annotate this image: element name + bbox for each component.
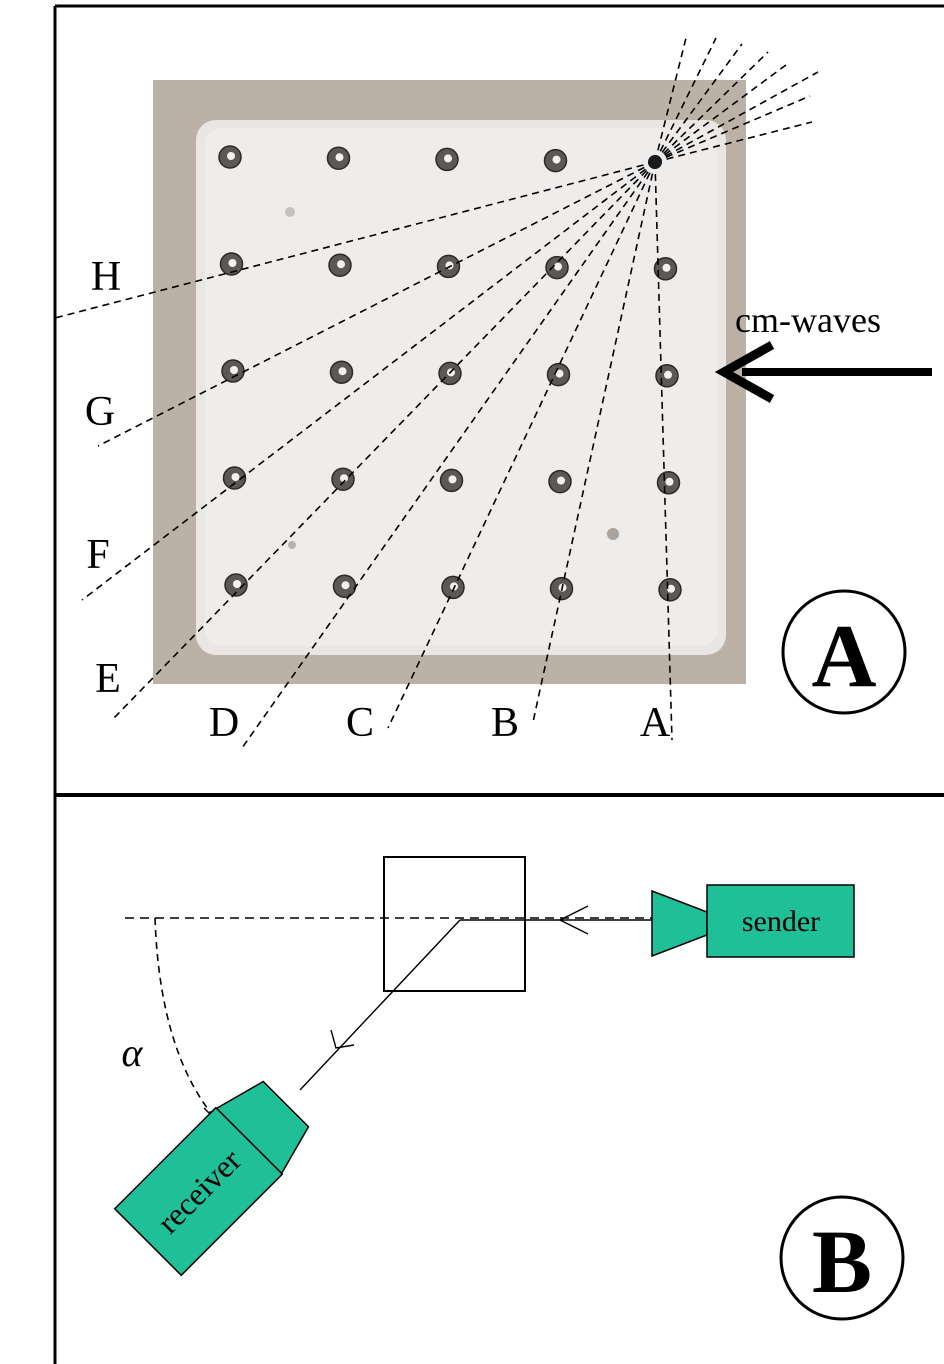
fan-line [654,121,813,163]
fan-line [654,43,743,163]
badge-a [781,589,907,715]
sphere-highlight [227,152,235,160]
sphere-highlight [664,370,672,379]
wave-label: cm-waves [735,300,881,340]
incoming-arrow [558,905,589,935]
receiver-body [113,1106,284,1277]
sphere-highlight [444,154,452,163]
label-e: E [95,656,121,702]
sphere-highlight [557,476,565,485]
scatter-line-c [387,161,656,729]
sphere-highlight [340,474,348,483]
direction-labels: A B C D E F G H [85,254,671,746]
label-g: G [85,389,115,435]
sphere-highlight [554,262,562,271]
badge-b-letter: B [812,1213,872,1312]
sender-device: sender [651,884,855,958]
sphere-highlight [448,475,457,484]
sender-horn [651,889,708,958]
sphere-highlight [667,584,675,593]
sphere-highlight [552,155,561,164]
label-h: H [91,254,121,300]
wave-arrow-head [714,341,775,403]
plate-inner [205,128,717,646]
scatter-origin [648,155,662,169]
scatter-lines [54,37,819,749]
label-b: B [491,700,519,746]
sphere-highlight [555,369,564,378]
sphere-highlight [335,153,344,162]
label-f: F [86,532,109,578]
scattered-beam [299,919,461,1091]
label-c: C [346,700,374,746]
sphere-highlight [341,581,350,590]
scatter-line-a [654,161,673,741]
sphere-highlight [338,367,347,376]
badge-a-letter: A [812,607,877,706]
scatter-line-e [111,161,656,721]
fan-line [654,51,769,163]
fan-line [654,37,687,163]
sender-label: sender [742,905,820,938]
fan-line [654,95,811,163]
badge-b [779,1195,905,1321]
sphere-highlight [233,580,241,588]
fan-line [654,61,791,163]
plate-spot [288,541,296,549]
sphere-highlight [228,259,237,267]
sample-box [383,856,526,992]
sender-body [706,884,855,958]
angle-symbol: α [122,1030,144,1075]
sphere-highlight [230,366,238,374]
scatter-line-g [97,161,656,447]
plate-spot [285,207,295,217]
scatter-line-f [81,161,656,601]
sphere-highlight [231,473,240,481]
plate-spot [607,528,619,540]
label-d: D [209,700,239,746]
scattered-arrow [330,1029,355,1049]
receiver-device: receiver [113,1080,310,1277]
sphere-highlight [337,260,345,269]
sphere-highlight [662,263,671,272]
label-a: A [640,700,671,746]
sphere-highlight [665,477,674,486]
scatter-line-h [54,161,656,319]
panel-a: A B C D E F G H cm-waves A [54,37,932,749]
panel-b: α sender receiver B [113,856,905,1321]
angle-arc [154,917,223,1127]
